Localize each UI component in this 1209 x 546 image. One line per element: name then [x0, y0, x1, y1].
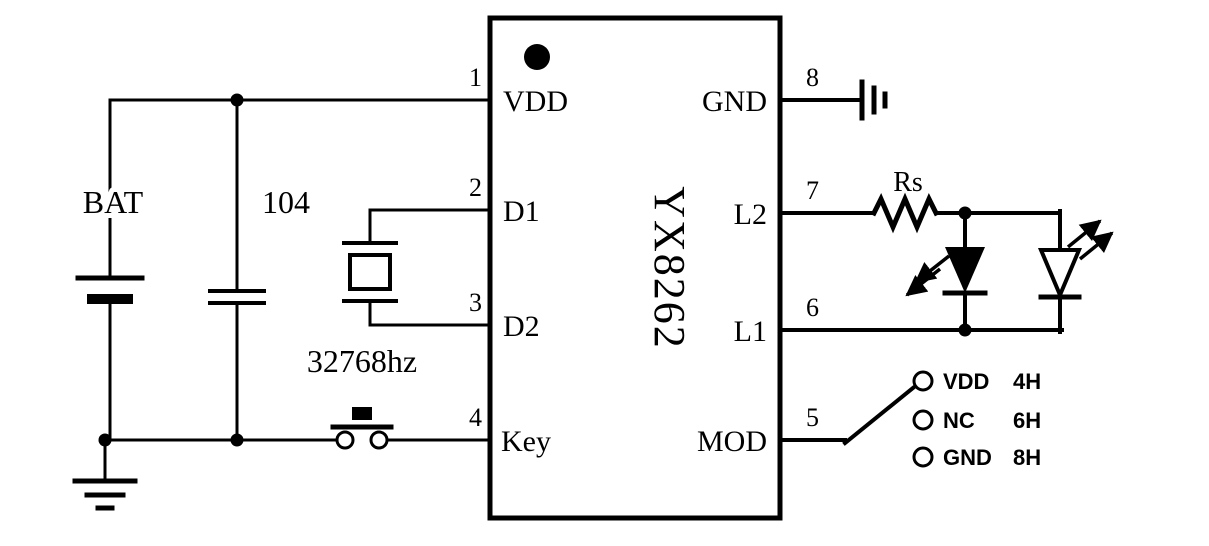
ic-outline	[487, 15, 783, 521]
ic-part-number: YX8262	[645, 186, 694, 350]
capacitor-symbol: 104	[208, 98, 310, 442]
pin-label-d1: D1	[503, 195, 540, 228]
crystal-symbol: 32768hz	[307, 208, 492, 379]
led2-light-arrow-2	[1078, 231, 1114, 261]
pin-label-vdd: VDD	[503, 85, 568, 118]
led2-symbol	[778, 209, 1114, 334]
pin-label-key: Key	[501, 425, 551, 458]
mod-option-vdd: VDD 4H	[912, 369, 1041, 394]
mod-option-code: 6H	[1013, 408, 1041, 433]
pin-number-4: 4	[469, 403, 482, 432]
pin-number-2: 2	[469, 173, 482, 202]
pin-number-1: 1	[469, 63, 482, 92]
pin-number-8: 8	[806, 63, 819, 92]
mod-option-contact	[912, 409, 934, 431]
ic-body: YX8262 VDD D1 D2 Key GND L2 L1 MOD 1 2 3…	[469, 15, 819, 521]
button-terminal-right	[369, 430, 389, 450]
pin-number-5: 5	[806, 403, 819, 432]
button-terminal-left	[335, 430, 355, 450]
mod-option-code: 4H	[1013, 369, 1041, 394]
ground-symbol-right	[778, 79, 888, 121]
crystal-body	[348, 253, 392, 291]
mod-switch-blade	[842, 385, 916, 446]
mod-option-gnd: GND 8H	[912, 445, 1041, 470]
led1-symbol	[905, 206, 988, 337]
battery-symbol: BAT	[75, 98, 149, 442]
pin-label-d2: D2	[503, 310, 540, 343]
led2-triangle	[1037, 248, 1083, 301]
mod-option-code: 8H	[1013, 445, 1041, 470]
crystal-label: 32768hz	[307, 343, 417, 379]
mod-option-name: NC	[943, 408, 975, 433]
capacitor-label: 104	[262, 184, 310, 220]
pin-number-7: 7	[806, 176, 819, 205]
power-rails-left	[98, 93, 492, 447]
led2-light-arrow-1	[1066, 219, 1102, 249]
pin-number-6: 6	[806, 293, 819, 322]
led1-light-arrow-2	[905, 267, 942, 297]
push-button-symbol	[330, 407, 492, 450]
button-cap	[352, 407, 372, 420]
resistor-label: Rs	[893, 167, 923, 198]
led1-light-arrow-1	[914, 254, 951, 284]
resistor-zigzag	[870, 192, 940, 234]
mod-option-contact	[912, 370, 934, 392]
pin-label-mod: MOD	[697, 425, 767, 458]
mod-option-name: GND	[943, 445, 992, 470]
pin-label-l2: L2	[734, 198, 767, 231]
mod-switch: VDD 4H NC 6H GND 8H	[778, 369, 1041, 470]
mod-option-nc: NC 6H	[912, 408, 1041, 433]
pin1-marker-dot	[524, 44, 550, 70]
pin-number-3: 3	[469, 288, 482, 317]
led1-triangle	[945, 247, 985, 293]
pin-label-l1: L1	[734, 315, 767, 348]
pin-label-gnd: GND	[702, 85, 767, 118]
mod-option-name: VDD	[943, 369, 989, 394]
ground-symbol-left	[72, 438, 138, 511]
resistor-symbol: Rs	[778, 167, 1062, 234]
battery-label: BAT	[83, 184, 144, 220]
mod-option-contact	[912, 446, 934, 468]
